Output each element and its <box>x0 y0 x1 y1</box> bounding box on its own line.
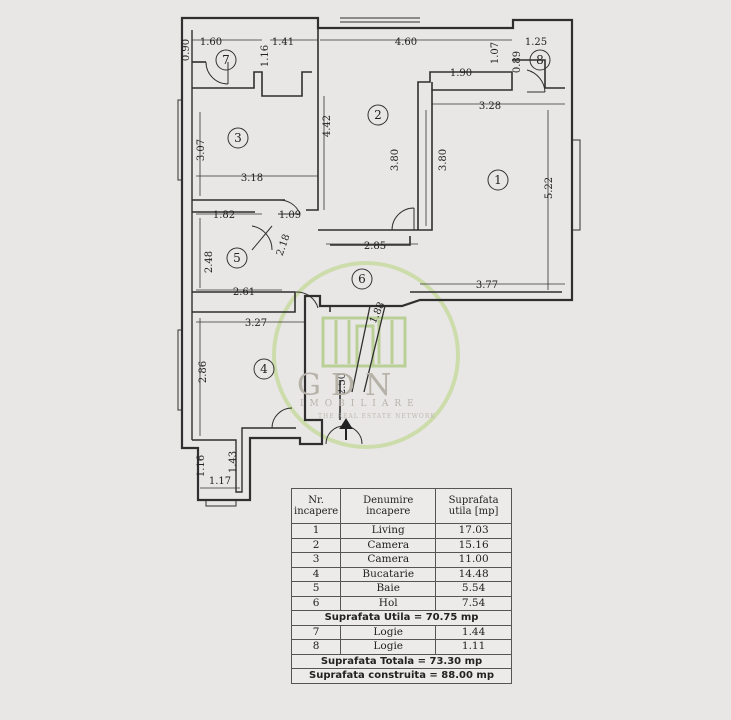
dim-label: 1.90 <box>450 68 472 79</box>
cell-nr: 4 <box>290 566 342 582</box>
cell-area: 5.54 <box>435 581 512 597</box>
cell-area: 15.16 <box>435 537 512 553</box>
watermark-building-icon <box>321 316 407 368</box>
dim-label: 2.61 <box>233 287 255 298</box>
room-marker-4: 4 <box>260 362 268 376</box>
room-marker-8: 8 <box>536 53 544 67</box>
cell-area: 7.54 <box>435 595 512 611</box>
table-header: Nr. incapere Denumire incapere Suprafata… <box>290 488 512 524</box>
dim-label: 0.90 <box>181 39 192 61</box>
room-marker-2: 2 <box>374 108 382 122</box>
watermark-tagline: THE REAL ESTATE NETWORK <box>318 413 436 420</box>
dim-label: 1.60 <box>200 37 222 48</box>
cell-area: 1.11 <box>435 639 512 655</box>
table-row-sum-built: Suprafata construita = 88.00 mp <box>291 668 512 684</box>
cell-nr: 3 <box>290 552 342 568</box>
cell-name: Baie <box>340 581 437 597</box>
sum-useful: Suprafata Utila = 70.75 mp <box>291 610 512 626</box>
entrance-arrow-icon <box>339 418 353 440</box>
watermark-logo: GDN <box>297 368 402 403</box>
dim-label: 1.16 <box>260 45 271 67</box>
dim-label: 4.60 <box>395 37 417 48</box>
dimension-lines <box>192 39 565 489</box>
cell-name: Logie <box>340 639 437 655</box>
cell-name: Logie <box>340 624 437 640</box>
cell-name: Living <box>340 523 437 539</box>
sum-built: Suprafata construita = 88.00 mp <box>291 668 512 684</box>
dim-label: 1.88 <box>368 301 387 326</box>
col-header-area: Suprafata utila [mp] <box>435 488 512 524</box>
cell-area: 14.48 <box>435 566 512 582</box>
room-area-table: Nr. incapere Denumire incapere Suprafata… <box>290 488 512 684</box>
cell-area: 11.00 <box>435 552 512 568</box>
dim-label: 2.48 <box>204 251 215 273</box>
dim-label: 1.17 <box>209 476 231 487</box>
dim-label: 2.86 <box>198 361 209 383</box>
cell-area: 1.44 <box>435 624 512 640</box>
sum-total: Suprafata Totala = 73.30 mp <box>291 653 512 669</box>
room-marker-6: 6 <box>358 272 366 286</box>
dim-label: 4.42 <box>322 115 333 137</box>
dim-label: 5.22 <box>544 177 555 199</box>
dim-label: 1.41 <box>272 37 294 48</box>
cell-name: Camera <box>340 537 437 553</box>
room-marker-1: 1 <box>494 173 502 187</box>
cell-nr: 6 <box>290 595 342 611</box>
col-header-nr: Nr. incapere <box>290 488 342 524</box>
dim-label: 1.25 <box>525 37 547 48</box>
dim-label: 1.09 <box>279 210 301 221</box>
dim-label: 3.18 <box>241 173 263 184</box>
cell-nr: 1 <box>290 523 342 539</box>
dim-label: 1.07 <box>490 42 501 64</box>
cell-nr: 7 <box>290 624 342 640</box>
cell-name: Bucatarie <box>340 566 437 582</box>
dim-label: 2.85 <box>364 241 386 252</box>
dim-label: 2.18 <box>275 233 293 258</box>
cell-nr: 5 <box>290 581 342 597</box>
dim-label: 3.07 <box>196 139 207 161</box>
watermark-subtitle: IMOBILIARE <box>300 399 420 409</box>
dim-label: 1.43 <box>228 451 239 473</box>
cell-name: Camera <box>340 552 437 568</box>
dim-label: 2.50 <box>337 373 348 395</box>
dim-label: 3.80 <box>390 149 401 171</box>
cell-nr: 8 <box>290 639 342 655</box>
dim-label: 0.89 <box>512 51 523 73</box>
table-row-sum-total: Suprafata Totala = 73.30 mp <box>291 653 512 669</box>
cell-name: Hol <box>340 595 437 611</box>
col-header-name: Denumire incapere <box>340 488 437 524</box>
dim-label: 1.82 <box>213 210 235 221</box>
dim-label: 3.77 <box>476 280 498 291</box>
cell-area: 17.03 <box>435 523 512 539</box>
room-marker-3: 3 <box>234 131 242 145</box>
watermark-ring <box>272 261 460 449</box>
room-markers <box>215 49 551 380</box>
cell-nr: 2 <box>290 537 342 553</box>
dim-label: 1.16 <box>196 455 207 477</box>
room-marker-7: 7 <box>222 53 230 67</box>
table-row-sum-useful: Suprafata Utila = 70.75 mp <box>291 610 512 626</box>
dim-label: 3.28 <box>479 101 501 112</box>
dim-label: 3.27 <box>245 318 267 329</box>
room-marker-5: 5 <box>233 251 241 265</box>
dim-label: 3.80 <box>438 149 449 171</box>
